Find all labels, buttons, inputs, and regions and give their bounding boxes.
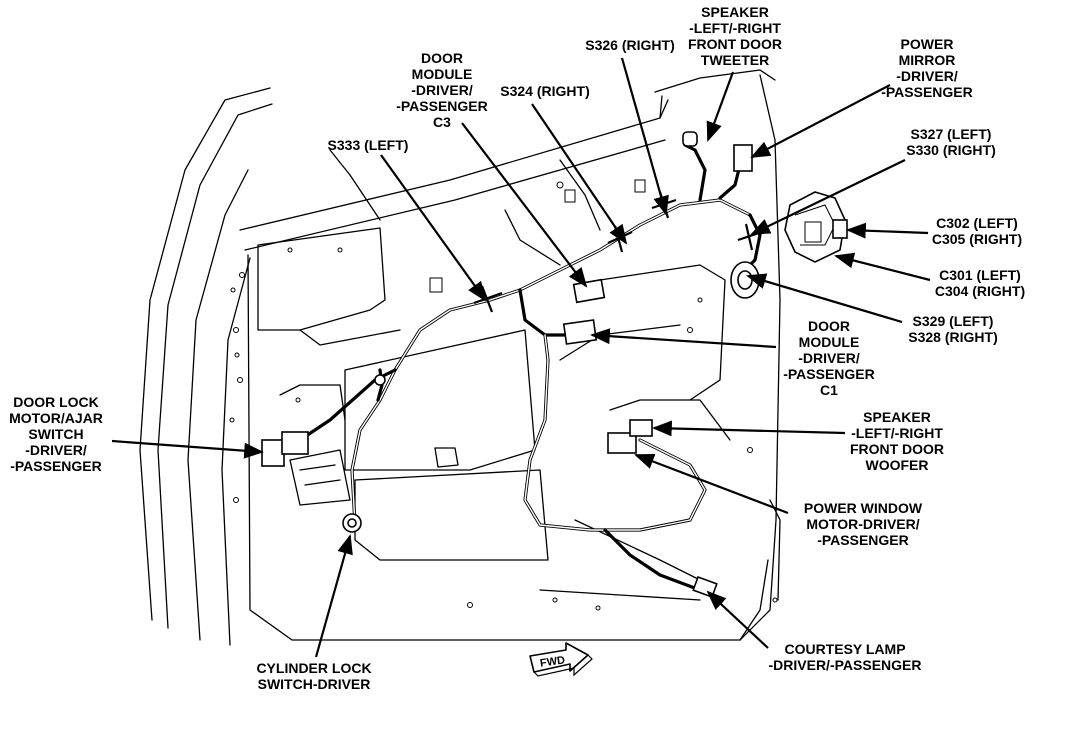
- label-s329-s328: S329 (LEFT) S328 (RIGHT): [908, 313, 998, 345]
- arrow-s329: [746, 273, 903, 324]
- leader-arrows: [111, 57, 931, 658]
- label-door-module-c3: DOOR MODULE -DRIVER/ -PASSENGER C3: [396, 50, 488, 130]
- label-cylinder-lock: CYLINDER LOCK SWITCH-DRIVER: [256, 660, 372, 692]
- arrow-s333: [380, 154, 487, 302]
- label-s326: S326 (RIGHT): [585, 37, 675, 53]
- label-door-module-c1: DOOR MODULE -DRIVER/ -PASSENGER C1: [783, 318, 875, 398]
- mirror-connector-assembly: [784, 191, 848, 263]
- label-s327-s330: S327 (LEFT) S330 (RIGHT): [906, 126, 996, 158]
- arrow-courtesy-lamp: [706, 590, 769, 649]
- label-s324: S324 (RIGHT): [500, 83, 590, 99]
- fwd-arrow: [529, 642, 593, 677]
- arrow-s327: [750, 159, 906, 235]
- arrow-s324: [531, 103, 628, 245]
- arrow-tweeter: [706, 71, 735, 142]
- label-power-window: POWER WINDOW MOTOR-DRIVER/ -PASSENGER: [803, 500, 923, 548]
- label-door-lock-motor: DOOR LOCK MOTOR/AJAR SWITCH -DRIVER/ -PA…: [9, 394, 103, 474]
- door-frame: [139, 69, 781, 646]
- label-speaker-tweeter: SPEAKER -LEFT/-RIGHT FRONT DOOR TWEETER: [687, 4, 783, 68]
- arrow-s326: [620, 57, 669, 216]
- arrow-c301: [834, 252, 931, 282]
- label-courtesy-lamp: COURTESY LAMP -DRIVER/-PASSENGER: [768, 641, 922, 673]
- arrow-power-window: [634, 453, 789, 515]
- connectors: [261, 131, 760, 599]
- panel-holes: [229, 179, 778, 611]
- label-c302-c305: C302 (LEFT) C305 (RIGHT): [931, 215, 1023, 247]
- label-s333: S333 (LEFT): [327, 137, 409, 153]
- inner-panel: [257, 227, 731, 601]
- label-fwd: FWD: [539, 654, 566, 670]
- arrow-door-module-c1: [590, 328, 777, 349]
- arrow-cylinder-lock: [314, 534, 353, 658]
- label-speaker-woofer: SPEAKER -LEFT/-RIGHT FRONT DOOR WOOFER: [849, 409, 945, 473]
- label-power-mirror: POWER MIRROR -DRIVER/ -PASSENGER: [881, 36, 973, 100]
- arrow-woofer: [652, 420, 846, 437]
- arrow-door-lock: [111, 439, 264, 459]
- splice-marks: [473, 191, 763, 313]
- arrow-door-module-c3: [461, 122, 588, 288]
- label-c301-c304: C301 (LEFT) C304 (RIGHT): [934, 267, 1026, 299]
- arrow-c302: [846, 222, 929, 239]
- arrow-power-mirror: [750, 84, 891, 158]
